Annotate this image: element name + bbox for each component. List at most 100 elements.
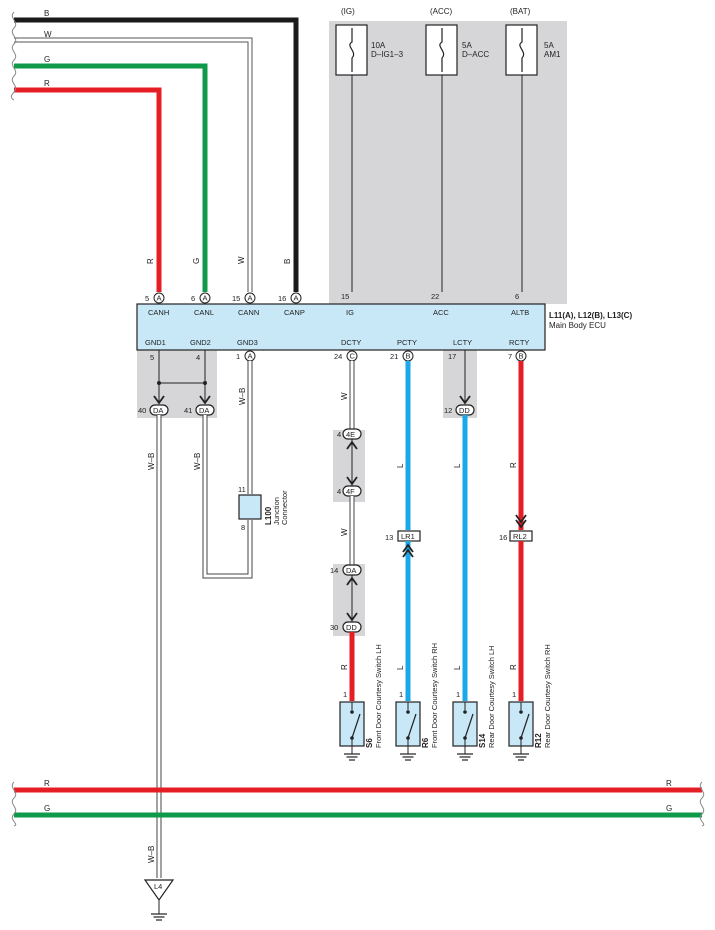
switch-s6-pin: 1	[343, 690, 347, 699]
pcty-l-code-2: L	[396, 665, 405, 670]
bottom-harness: R R G G	[11, 779, 705, 827]
ecu-pin-canl-conn: A	[203, 294, 208, 303]
ecu-label-canh: CANH	[148, 308, 169, 317]
switch-s14-pin: 1	[456, 690, 460, 699]
conn-4f-code: 4F	[346, 487, 355, 496]
conn-4e-pin: 4	[337, 430, 341, 439]
ecu-pin-rcty-num: 7	[508, 352, 512, 361]
ecu-bottom-pins: 5 4 1 A 24 C 21 B 17 7 B	[150, 350, 527, 362]
switch-s14-code: S14	[478, 733, 487, 748]
can-w-code: W	[237, 256, 246, 264]
fuse-acc-source: (ACC)	[430, 7, 453, 16]
da-14-code: DA	[346, 566, 356, 575]
main-body-ecu: CANH CANL CANN CANP IG ACC ALTB GND1 GND…	[136, 303, 632, 351]
harness-break-bottom-right	[699, 781, 705, 827]
ground-circuit: 40 DA 41 DA W–B W–B W–B W–B 11 8 L100 Ju…	[138, 350, 289, 878]
junction-pin-bottom: 8	[241, 523, 245, 532]
harness-break-top	[10, 11, 17, 101]
ecu-pin-gnd1-num: 5	[150, 353, 154, 362]
switch-s14-name: Rear Door Courtesy Switch LH	[487, 645, 496, 748]
ecu-pin-ig-num: 15	[341, 292, 349, 301]
ecu-pin-cann-conn: A	[248, 294, 253, 303]
bottom-g-code-right: G	[666, 804, 672, 813]
bottom-r-code-left: R	[44, 779, 50, 788]
wire-w-b-ground-loop	[203, 415, 252, 578]
switch-r6-code: R6	[421, 737, 430, 748]
harness-break-bottom-left	[11, 781, 17, 827]
ecu-label-gnd1: GND1	[145, 338, 166, 347]
ground-point-l4: L4	[143, 879, 175, 921]
ecu-part-codes: L11(A), L12(B), L13(C)	[549, 311, 632, 320]
ground-l4-triangle	[143, 879, 175, 902]
fuse-ig-element	[349, 28, 355, 72]
switch-s14: 1 S14 Rear Door Courtesy Switch LH	[452, 645, 496, 761]
dcty-circuit: W 4 4E 4 4F W 14 DA 30 DD R	[330, 361, 362, 701]
ecu-pin-gnd3-num: 1	[236, 352, 240, 361]
fuse-bat-rating: 5A	[544, 41, 554, 50]
top-g-code: G	[44, 55, 50, 64]
ecu-pin-cann-num: 15	[232, 294, 240, 303]
ecu-label-cann: CANN	[238, 308, 259, 317]
dd-30-code: DD	[346, 623, 357, 632]
wire-r-top	[14, 87, 162, 292]
da-40-code: DA	[153, 406, 163, 415]
dcty-r-code: R	[340, 664, 349, 670]
gnd-wb-code-4: W–B	[147, 846, 156, 863]
fuse-ig-source: (IG)	[341, 7, 355, 16]
switch-r6-pin: 1	[399, 690, 403, 699]
top-w-code: W	[44, 30, 52, 39]
gnd-wb-code-2: W–B	[193, 453, 202, 470]
dcty-w-code-1: W	[340, 392, 349, 400]
ecu-box	[136, 303, 546, 351]
switch-s6-name: Front Door Courtesy Switch LH	[374, 644, 383, 748]
can-r-code: R	[146, 258, 155, 264]
ecu-pin-canl-num: 6	[191, 294, 195, 303]
pcty-l-code-1: L	[396, 463, 405, 468]
rl2-code: RL2	[513, 532, 527, 541]
wire-w-top	[14, 37, 253, 292]
top-b-code: B	[44, 9, 49, 18]
da-41-pin: 41	[184, 406, 192, 415]
ecu-top-pins: 5 A 6 A 15 A 16 A 15 22 6	[145, 292, 519, 304]
conn-4e-code: 4E	[346, 430, 355, 439]
junction-line1: Junction	[272, 497, 281, 525]
can-g-code: G	[192, 258, 201, 264]
ecu-pin-dcty-num: 24	[334, 352, 342, 361]
fuse-ig-rating: 10A	[371, 41, 386, 50]
gnd-wb-code-3: W–B	[238, 388, 247, 405]
switch-r12-name: Rear Door Courtesy Switch RH	[543, 644, 552, 748]
wire-w-top-core	[14, 38, 252, 292]
fuse-ig: (IG) 10A D–IG1–3	[335, 7, 404, 292]
fuse-bat-source: (BAT)	[510, 7, 531, 16]
ecu-pin-dcty-conn: C	[350, 352, 356, 361]
switch-r6-name: Front Door Courtesy Switch RH	[430, 643, 439, 748]
ecu-pin-canh-conn: A	[157, 294, 162, 303]
lr1-pin: 13	[385, 533, 393, 542]
bottom-g-code-left: G	[44, 804, 50, 813]
ecu-label-gnd2: GND2	[190, 338, 211, 347]
top-harness: B W G R R G W B	[10, 9, 299, 292]
dd-12-pin: 12	[444, 406, 452, 415]
switch-s6-code: S6	[365, 738, 374, 748]
ecu-pin-pcty-conn: B	[406, 352, 411, 361]
switch-r6: 1 R6 Front Door Courtesy Switch RH	[395, 643, 439, 761]
lr1-code: LR1	[401, 532, 415, 541]
lcty-circuit: 12 DD L L	[444, 350, 475, 701]
ecu-label-lcty: LCTY	[453, 338, 472, 347]
fuse-acc-name: D–ACC	[462, 50, 489, 59]
fuse-acc-element	[439, 28, 445, 72]
ecu-pin-lcty-num: 17	[448, 352, 456, 361]
junction-pin-top: 11	[238, 485, 246, 494]
fuse-bat-name: AM1	[544, 50, 561, 59]
ecu-label-dcty: DCTY	[341, 338, 361, 347]
rl2-pin: 16	[499, 533, 507, 542]
bottom-r-code-right: R	[666, 779, 672, 788]
can-b-code: B	[283, 259, 292, 264]
fuse-acc-rating: 5A	[462, 41, 472, 50]
ecu-name: Main Body ECU	[549, 321, 606, 330]
fuse-bat-element	[519, 28, 525, 72]
pcty-circuit: L 13 LR1 L	[385, 361, 421, 701]
ecu-label-altb: ALTB	[511, 308, 529, 317]
ecu-pin-canh-num: 5	[145, 294, 149, 303]
